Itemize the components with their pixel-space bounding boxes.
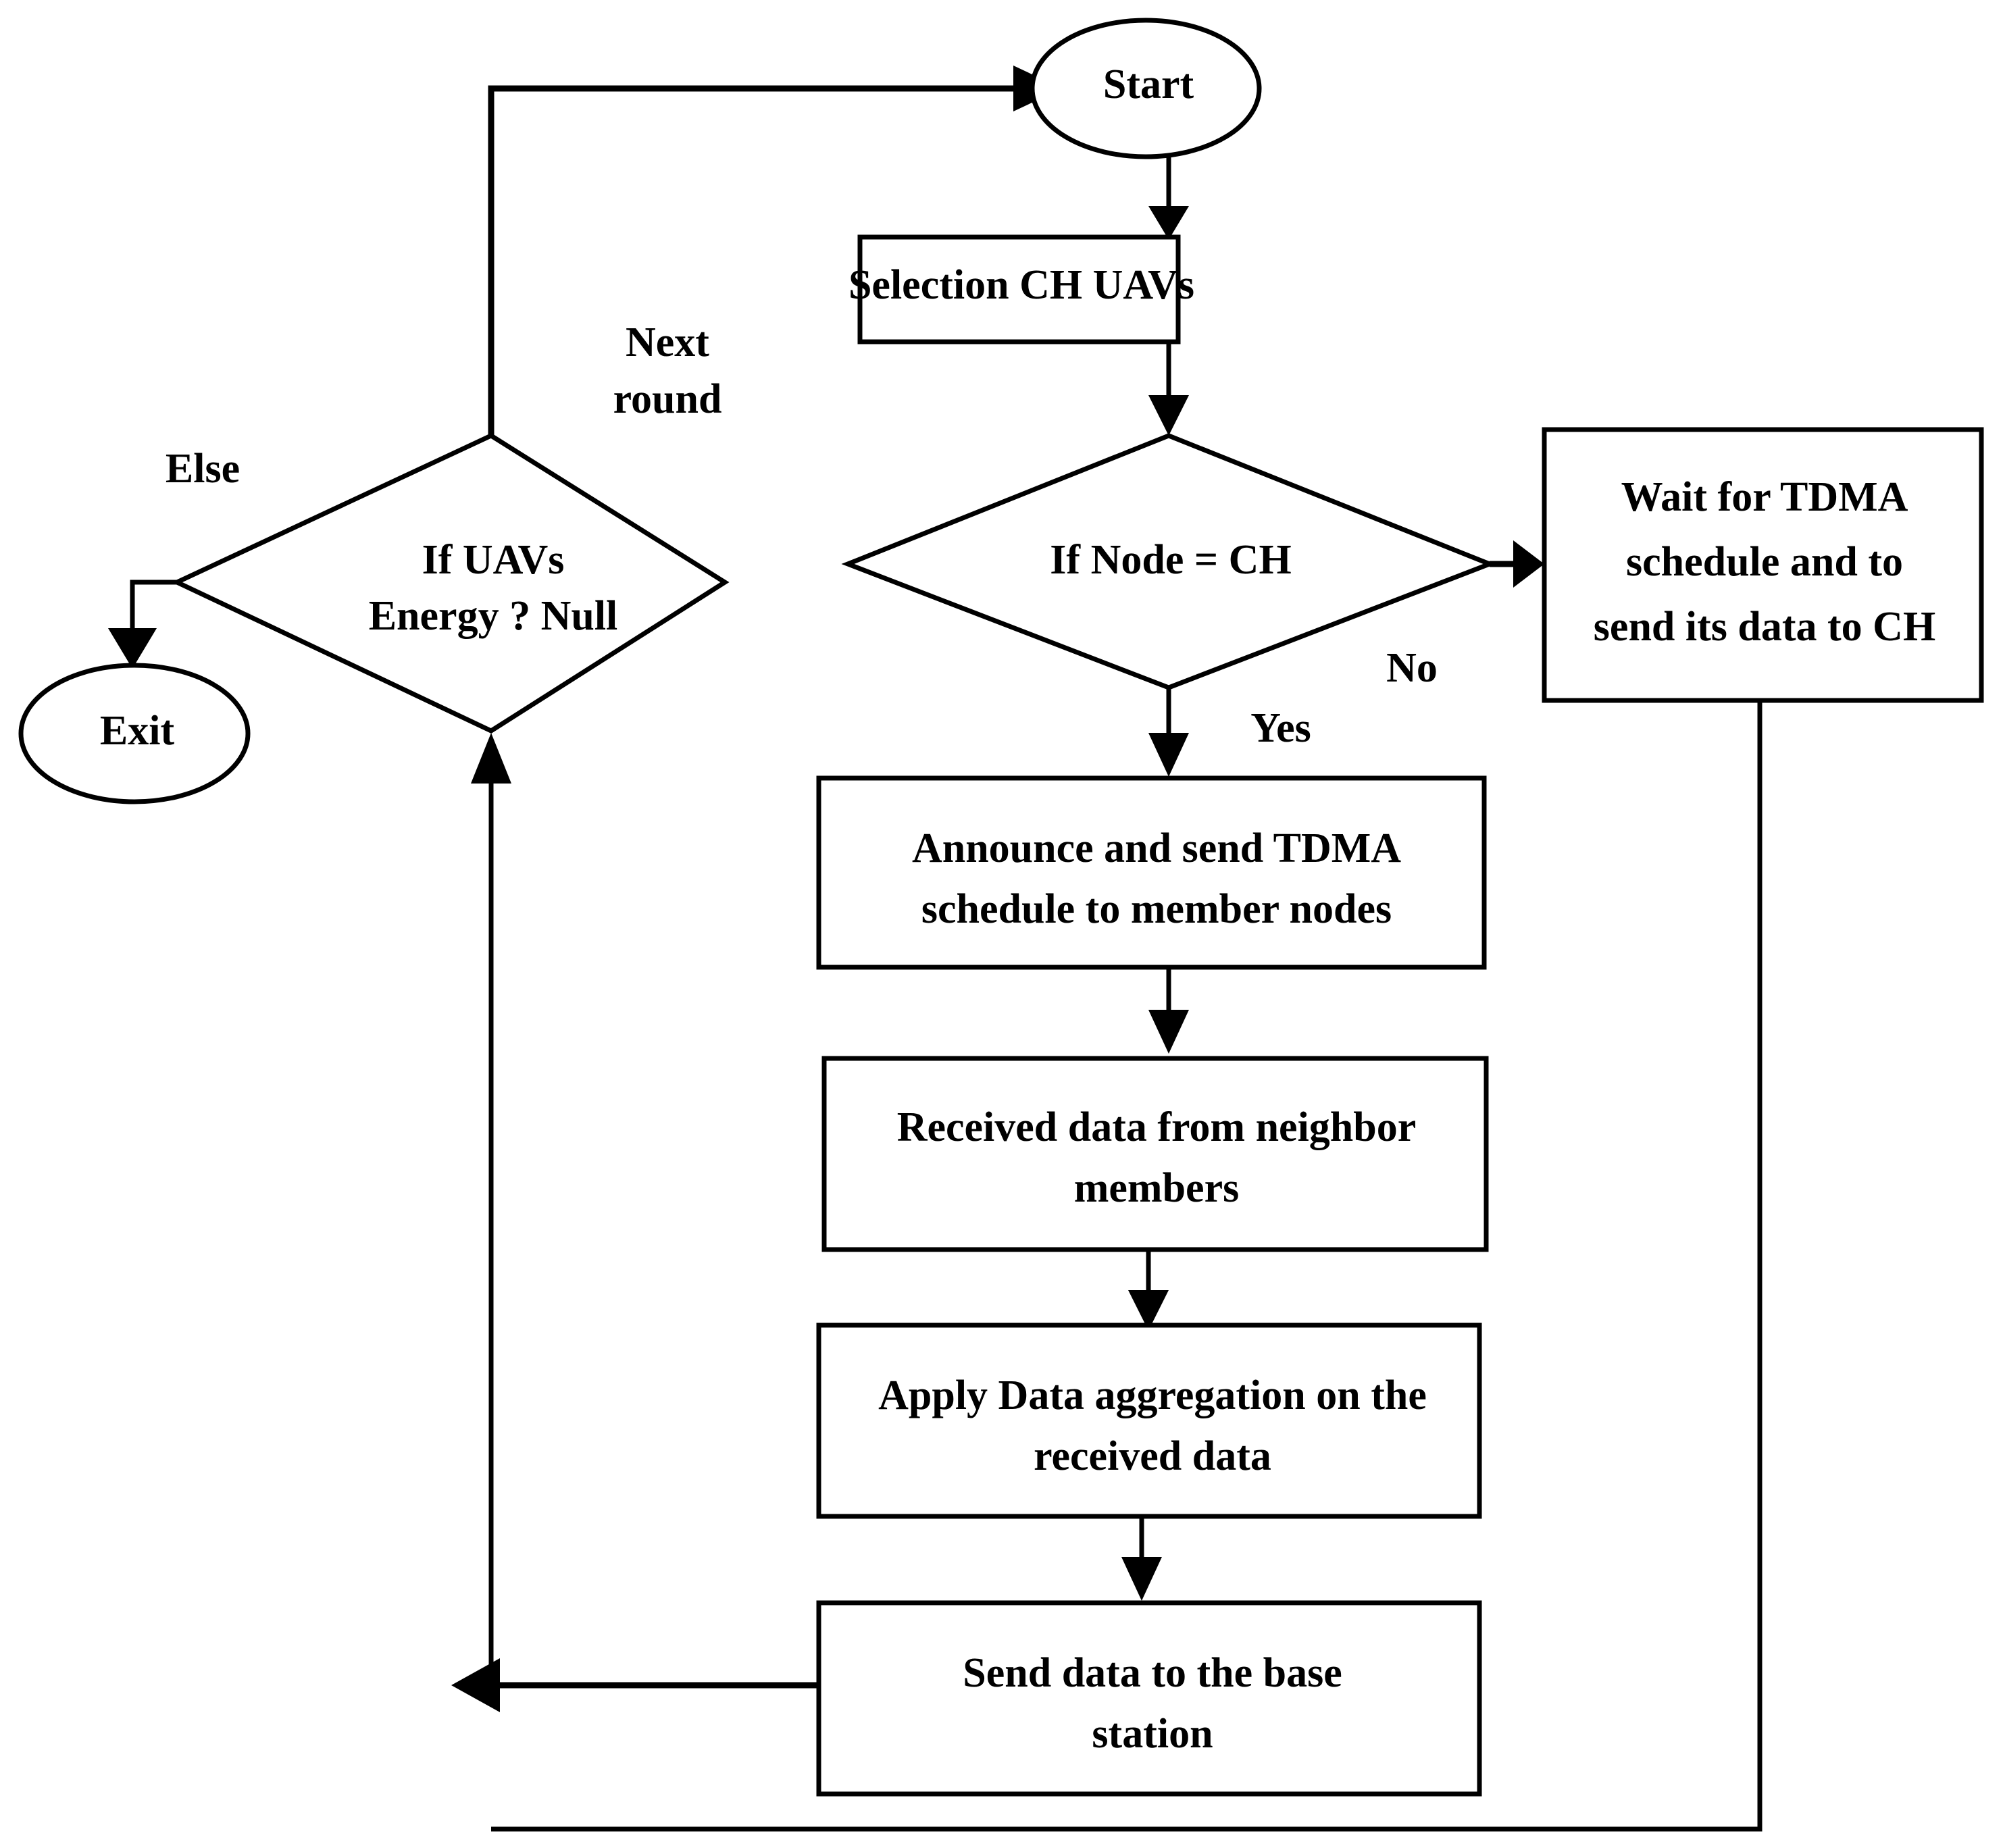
node-wait-tdma-label-line1: Wait for TDMA xyxy=(1621,474,1908,520)
node-apply-aggregation-label-line1: Apply Data aggregation on the xyxy=(878,1372,1427,1418)
node-start[interactable] xyxy=(1030,18,1262,159)
edge-start-to-selection xyxy=(1148,157,1189,240)
edge-received-to-aggregation xyxy=(1128,1250,1169,1331)
node-if-uavs-energy-label-line1: If UAVs xyxy=(422,537,565,583)
node-wait-tdma-label-line3: send its data to CH xyxy=(1594,604,1935,650)
edge-announce-to-received xyxy=(1148,967,1189,1054)
node-wait-tdma-label-line2: schedule and to xyxy=(1626,539,1903,585)
node-start-label: Start xyxy=(1103,61,1194,107)
edge-wait-tdma-to-loop xyxy=(491,700,1763,1832)
edge-label-yes: Yes xyxy=(1250,705,1311,751)
node-announce-tdma[interactable] xyxy=(816,775,1487,970)
edge-aggregation-to-send xyxy=(1121,1516,1162,1601)
node-if-uavs-energy[interactable] xyxy=(171,433,730,734)
node-received-data-label-line2: members xyxy=(1074,1165,1239,1211)
edge-no-to-wait-tdma xyxy=(1490,540,1544,588)
node-exit-label: Exit xyxy=(100,708,175,754)
node-if-node-ch-label: If Node = CH xyxy=(1050,537,1291,583)
edge-label-next-round-line1: Next xyxy=(626,319,709,365)
node-announce-tdma-label-line2: schedule to member nodes xyxy=(921,886,1392,932)
edge-send-to-if-uavs xyxy=(451,733,830,1712)
node-selection-ch-uavs-label: Selection CH UAVs xyxy=(848,262,1194,308)
edge-label-no: No xyxy=(1386,645,1438,691)
node-send-base-station-label-line1: Send data to the base xyxy=(963,1650,1342,1696)
node-received-data[interactable] xyxy=(821,1056,1489,1252)
node-wait-tdma[interactable] xyxy=(1542,427,1984,703)
edge-label-else: Else xyxy=(166,446,240,492)
node-exit[interactable] xyxy=(18,663,251,804)
node-apply-aggregation[interactable] xyxy=(816,1323,1482,1519)
node-send-base-station-label-line2: station xyxy=(1092,1711,1213,1757)
edge-selection-to-if-node xyxy=(1148,342,1189,436)
edge-label-next-round-line2: round xyxy=(613,376,722,422)
node-announce-tdma-label-line1: Announce and send TDMA xyxy=(912,825,1401,871)
node-if-node-ch[interactable] xyxy=(841,433,1496,690)
node-apply-aggregation-label-line2: received data xyxy=(1034,1433,1271,1479)
node-send-base-station[interactable] xyxy=(816,1600,1482,1797)
node-received-data-label-line1: Received data from neighbor xyxy=(897,1104,1417,1150)
node-if-uavs-energy-label-line2: Energy ? Null xyxy=(369,593,618,639)
edge-yes-to-announce xyxy=(1148,688,1189,777)
edge-else-to-exit xyxy=(108,580,177,669)
node-selection-ch-uavs[interactable] xyxy=(857,234,1181,344)
